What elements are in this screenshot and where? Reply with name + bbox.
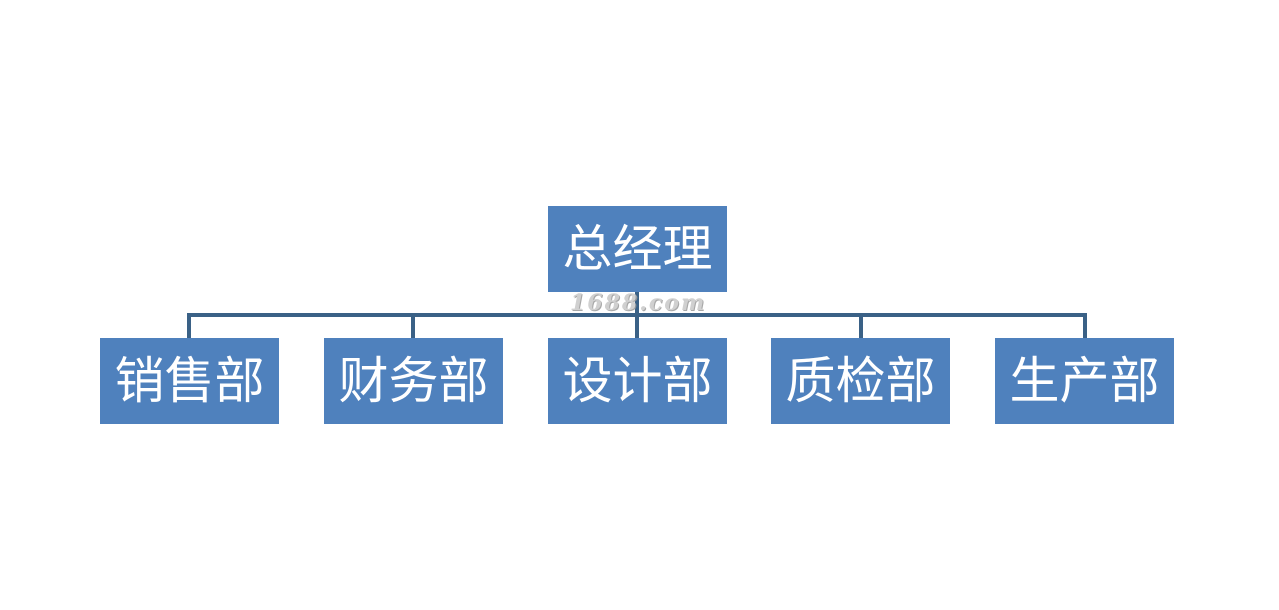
org-node-finance: 财务部 [324, 338, 503, 424]
org-node-production: 生产部 [995, 338, 1174, 424]
org-node-sales: 销售部 [100, 338, 279, 424]
org-node-quality: 质检部 [771, 338, 950, 424]
dept-connector-2 [411, 313, 415, 338]
dept-connector-5 [1083, 313, 1087, 338]
watermark-text: 1688.com [570, 290, 707, 316]
org-node-design: 设计部 [548, 338, 727, 424]
dept-connector-1 [187, 313, 191, 338]
root-connector [635, 292, 639, 316]
dept-connector-4 [859, 313, 863, 338]
dept-connector-3 [635, 313, 639, 338]
org-node-general-manager: 总经理 [548, 206, 727, 292]
